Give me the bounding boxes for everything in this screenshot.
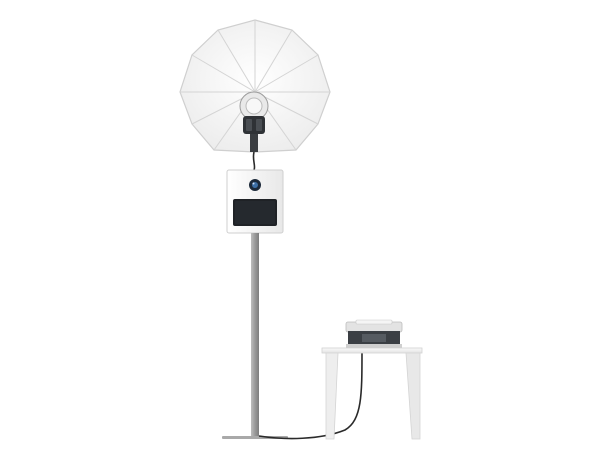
table-top bbox=[321, 347, 423, 354]
table-leg-left bbox=[325, 352, 339, 440]
photo-booth-kiosk bbox=[226, 169, 284, 234]
photo-printer bbox=[345, 319, 403, 348]
umbrella-light bbox=[179, 19, 331, 171]
stand-pole bbox=[251, 233, 259, 436]
side-table bbox=[321, 347, 423, 440]
power-cable bbox=[258, 349, 363, 440]
table-leg-right bbox=[405, 352, 421, 440]
light-cable bbox=[252, 151, 256, 171]
